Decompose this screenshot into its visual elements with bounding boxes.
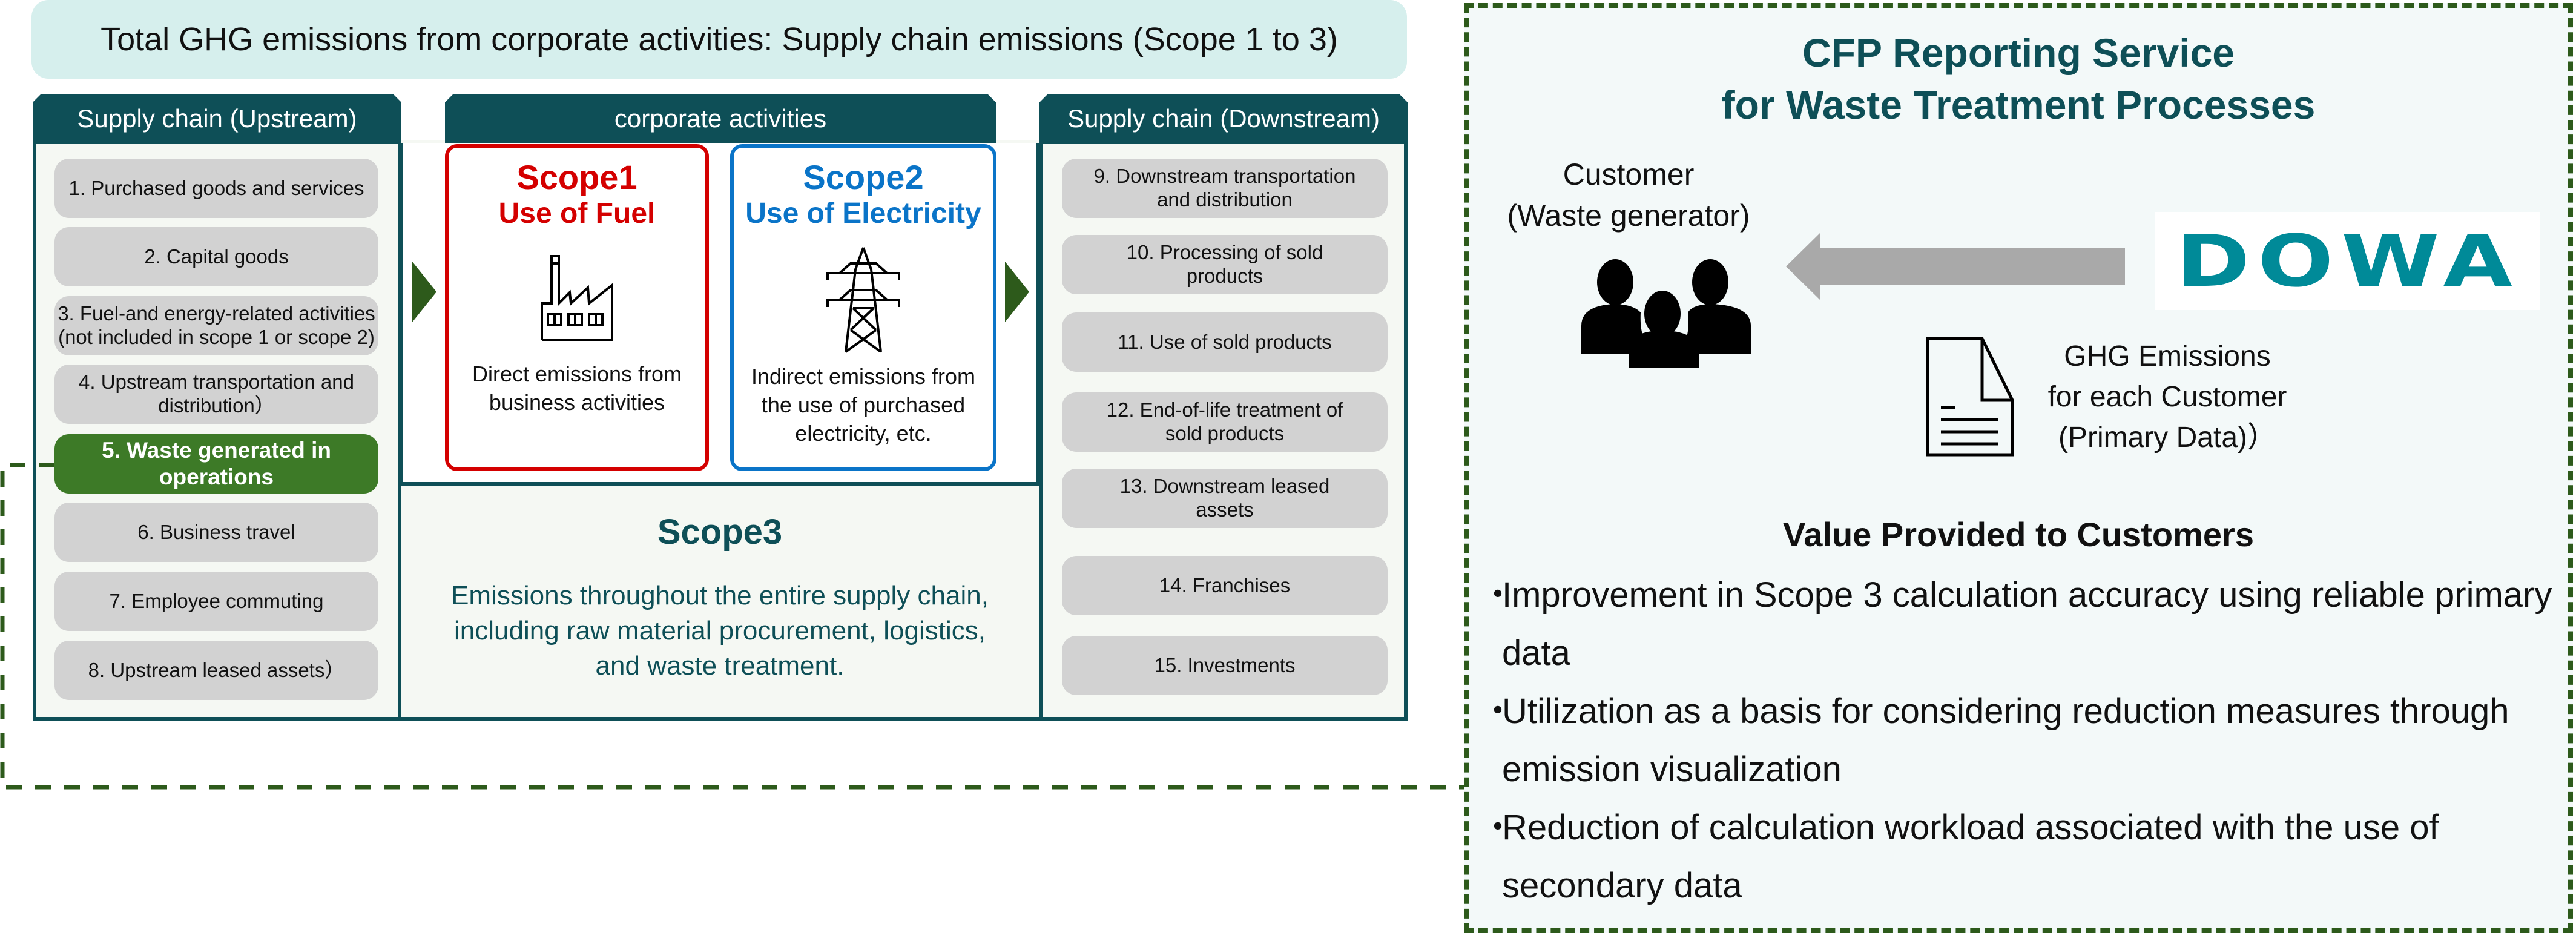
upstream-item: 2. Capital goods bbox=[54, 227, 378, 286]
downstream-column bbox=[1039, 143, 1408, 721]
upstream-item: 7. Employee commuting bbox=[54, 572, 378, 631]
upstream-item: 8. Upstream leased assets） bbox=[54, 641, 378, 700]
upstream-item: 1. Purchased goods and services bbox=[54, 159, 378, 218]
dowa-logo: DOWA bbox=[2155, 212, 2540, 310]
service-title: CFP Reporting Service for Waste Treatmen… bbox=[1721, 30, 2316, 127]
dowa-logo-text: DOWA bbox=[2175, 219, 2520, 303]
value-item-text: Reduction of calculation workload associ… bbox=[1502, 808, 2439, 905]
scope2-card: Scope2 Use of Electricity Indirect emiss… bbox=[730, 144, 996, 471]
downstream-item: 9. Downstream transportation and distrib… bbox=[1062, 159, 1388, 218]
upstream-item: 6. Business travel bbox=[54, 503, 378, 562]
people-group-icon bbox=[1581, 259, 1751, 371]
value-item: ・Improvement in Scope 3 calculation accu… bbox=[1480, 566, 2564, 682]
upstream-item: 3. Fuel-and energy-related activities (n… bbox=[54, 296, 378, 355]
document-icon bbox=[1925, 336, 2016, 460]
scope1-title: Scope1 bbox=[516, 158, 637, 196]
ghg-emissions-report-label: GHG Emissions for each Customer (Primary… bbox=[2047, 340, 2287, 454]
upstream-to-corporate-arrow-icon bbox=[412, 262, 436, 322]
upstream-header: Supply chain (Upstream) bbox=[33, 94, 401, 144]
bullet-icon: ・ bbox=[1480, 808, 1516, 847]
value-section-title: Value Provided to Customers bbox=[1783, 515, 2254, 553]
value-item: ・Utilization as a basis for considering … bbox=[1480, 682, 2564, 799]
scope2-description: Indirect emissions from the use of purch… bbox=[751, 364, 976, 446]
data-flow-arrow-icon bbox=[1786, 233, 2125, 300]
scope1-subtitle: Use of Fuel bbox=[498, 197, 656, 230]
waste-connector-line bbox=[0, 463, 1464, 790]
downstream-item: 14. Franchises bbox=[1062, 556, 1388, 615]
customer-label: Customer (Waste generator) bbox=[1507, 157, 1750, 233]
downstream-item: 11. Use of sold products bbox=[1062, 312, 1388, 372]
downstream-item: 10. Processing of sold products bbox=[1062, 235, 1388, 294]
bullet-icon: ・ bbox=[1480, 575, 1516, 615]
corporate-activities-header: corporate activities bbox=[445, 94, 996, 144]
bullet-icon: ・ bbox=[1480, 692, 1516, 731]
value-item-text: Improvement in Scope 3 calculation accur… bbox=[1502, 575, 2552, 673]
scope1-card: Scope1 Use of Fuel Direct emissions from… bbox=[445, 144, 709, 471]
diagram-title: Total GHG emissions from corporate activ… bbox=[31, 0, 1407, 79]
upstream-item-highlighted: 5. Waste generated in operations bbox=[54, 434, 378, 494]
value-item: ・Reduction of calculation workload assoc… bbox=[1480, 799, 2564, 915]
downstream-item: 13. Downstream leased assets bbox=[1062, 469, 1388, 528]
scope3-title: Scope3 bbox=[657, 512, 783, 552]
downstream-item: 15. Investments bbox=[1062, 636, 1388, 695]
scope1-description: Direct emissions from business activitie… bbox=[472, 362, 682, 415]
value-list: ・Improvement in Scope 3 calculation accu… bbox=[1480, 566, 2564, 915]
corporate-to-downstream-arrow-icon bbox=[1005, 262, 1029, 322]
cfp-service-panel bbox=[1464, 3, 2573, 933]
scope2-title: Scope2 bbox=[803, 158, 924, 196]
factory-icon bbox=[535, 251, 619, 342]
value-item-text: Utilization as a basis for considering r… bbox=[1502, 692, 2509, 789]
downstream-item: 12. End-of-life treatment of sold produc… bbox=[1062, 392, 1388, 452]
scope3-description: Emissions throughout the entire supply c… bbox=[451, 581, 989, 681]
scope2-subtitle: Use of Electricity bbox=[745, 197, 981, 230]
downstream-header: Supply chain (Downstream) bbox=[1039, 94, 1408, 144]
upstream-item: 4. Upstream transportation and distribut… bbox=[54, 365, 378, 424]
power-tower-icon bbox=[824, 245, 903, 354]
